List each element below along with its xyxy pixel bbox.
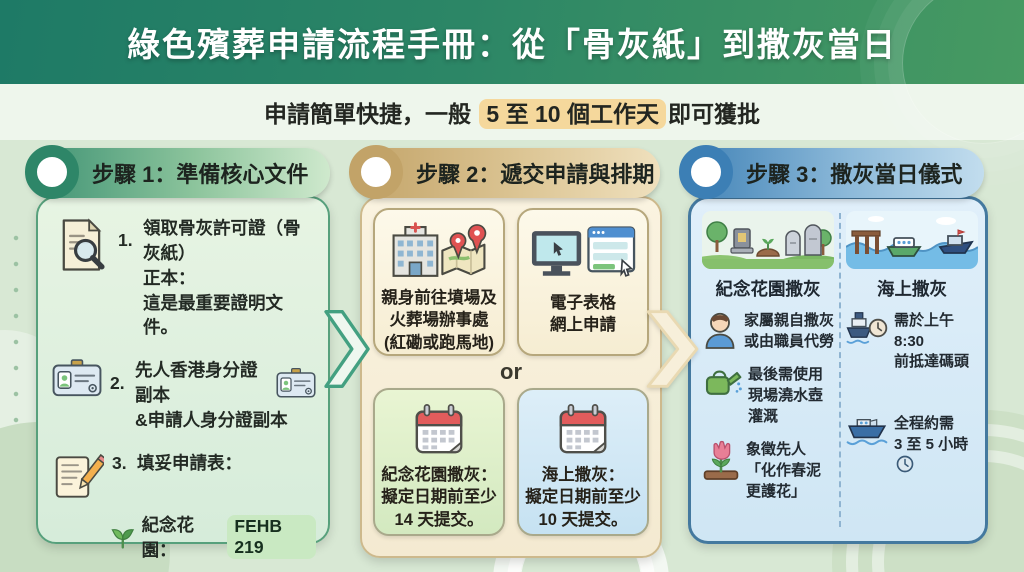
step3-sea-heading: 海上撒灰 xyxy=(877,279,947,299)
step3-garden-item2-text: 最後需使用 現場澆水壺 灌溉 xyxy=(748,366,824,425)
step1-item2-line1: 先人香港身分證副本 xyxy=(135,360,258,406)
clock-icon xyxy=(896,456,914,473)
step3-sea-item1-text: 需於上午 8:30 前抵達碼頭 xyxy=(894,312,970,371)
form-garden-code: FEHB 219 xyxy=(227,514,316,559)
step1-circle-icon xyxy=(25,145,79,199)
id-card-icon xyxy=(276,368,316,398)
step2-card-online: 電子表格 網上申請 xyxy=(517,208,649,356)
step3-garden-item1-text: 家屬親自撒灰 或由職員代勞 xyxy=(744,312,835,350)
subtitle-bar: 申請簡單快捷，一般 5 至 10 個工作天即可獲批 xyxy=(0,84,1024,140)
step2-card-garden-deadline: 紀念花園撒灰： 擬定日期前至少 14 天提交。 xyxy=(373,388,505,536)
step3-circle-icon xyxy=(679,145,733,199)
calendar-icon xyxy=(415,404,463,454)
step2-card-online-text: 電子表格 網上申請 xyxy=(550,294,616,335)
step1-header-pill: 步驟 1：準備核心文件 xyxy=(25,145,330,199)
computer-web-form-icon xyxy=(531,226,636,277)
step1-item1-line3: 這是最重要證明文件。 xyxy=(143,292,283,338)
memorial-garden-illustration xyxy=(702,211,834,269)
id-card-icon xyxy=(52,359,102,397)
column-divider xyxy=(839,213,841,527)
step1-item2-line2: &申請人身分證副本 xyxy=(135,409,288,430)
step2-circle-icon xyxy=(349,145,403,199)
ship-and-clock-icon xyxy=(846,311,888,345)
calendar-icon xyxy=(559,404,607,454)
step2-top-cards: 親身前往墳場及 火葬場辦事處 (紅磡或跑馬地) xyxy=(373,208,649,356)
step2-card-office: 親身前往墳場及 火葬場辦事處 (紅磡或跑馬地) xyxy=(373,208,505,356)
step1-item1-text: 1. 領取骨灰許可證（骨灰紙） 正本： 這是最重要證明文件。 xyxy=(118,216,316,340)
person-icon xyxy=(705,312,735,349)
step2-title: 步驟 2：遞交申請與排期 xyxy=(416,162,655,187)
step1-item1-line1: 領取骨灰許可證（骨灰紙） xyxy=(143,218,301,263)
header-banner: 綠色殯葬申請流程手冊：從「骨灰紙」到撒灰當日 xyxy=(0,0,1024,144)
step1-item3-number: 3. xyxy=(112,452,127,473)
step2-bottom-cards: 紀念花園撒灰： 擬定日期前至少 14 天提交。 xyxy=(373,388,649,536)
page-title: 綠色殯葬申請流程手冊：從「骨灰紙」到撒灰當日 xyxy=(127,26,897,63)
background-dots-decoration xyxy=(10,225,22,435)
step1-item-idcards: 2. 先人香港身分證副本 &申請人身分證副本 xyxy=(52,358,316,433)
step1-item-permit: 1. 領取骨灰許可證（骨灰紙） 正本： 這是最重要證明文件。 xyxy=(52,216,316,340)
step2-panel: 親身前往墳場及 火葬場辦事處 (紅磡或跑馬地) xyxy=(360,196,662,558)
step1-item3-text: 3. 填妥申請表： xyxy=(112,451,242,503)
step1-item3-line: 填妥申請表： xyxy=(137,452,242,473)
step2-header-pill: 步驟 2：遞交申請與排期 xyxy=(349,145,660,199)
step3-sea-item2-text: 全程約需 3 至 5 小時 xyxy=(894,414,978,477)
step2-card-office-text: 親身前往墳場及 火葬場辦事處 (紅磡或跑馬地) xyxy=(381,289,497,352)
step3-sea-item-pier: 需於上午 8:30 前抵達碼頭 xyxy=(846,311,978,373)
form-garden-label: 紀念花園： xyxy=(141,514,195,560)
step3-panel: 紀念花園撒灰 家屬親自撒灰 或由職員代勞 xyxy=(688,196,988,544)
step3-garden-item-flower: 象徵先人 「化作春泥 更護花」 xyxy=(702,440,834,502)
arrow-step1-to-step2-icon xyxy=(324,310,370,388)
step2-card-sea-text: 海上撒灰： 擬定日期前至少 10 天提交。 xyxy=(525,466,641,529)
subtitle-suffix: 即可獲批 xyxy=(667,101,760,127)
step2-card-sea-deadline: 海上撒灰： 擬定日期前至少 10 天提交。 xyxy=(517,388,649,536)
form-garden-row: 紀念花園： FEHB 219 xyxy=(110,512,316,562)
tulip-icon xyxy=(703,441,739,481)
step1-title: 步驟 1：準備核心文件 xyxy=(92,162,309,187)
step3-sea-column: 海上撒灰 需於上午 8:30 前抵達碼頭 xyxy=(843,209,981,531)
clock-icon xyxy=(868,318,888,338)
ship-icon xyxy=(846,312,872,344)
office-building-map-pins-icon xyxy=(392,222,487,277)
step3-garden-column: 紀念花園撒灰 家屬親自撒灰 或由職員代勞 xyxy=(699,209,837,531)
step2-card-garden-text: 紀念花園撒灰： 擬定日期前至少 14 天提交。 xyxy=(381,466,497,529)
step3-garden-item-family: 家屬親自撒灰 或由職員代勞 xyxy=(702,311,834,352)
subtitle-highlight: 5 至 10 個工作天 xyxy=(479,99,666,129)
step3-header-pill: 步驟 3：撒灰當日儀式 xyxy=(679,145,984,199)
step3-garden-item3-text: 象徵先人 「化作春泥 更護花」 xyxy=(746,441,822,500)
step3-garden-heading: 紀念花園撒灰 xyxy=(715,279,821,299)
document-magnifier-icon xyxy=(62,218,105,271)
or-label: or xyxy=(500,359,522,384)
step1-item2-text: 2. 先人香港身分證副本 &申請人身分證副本 xyxy=(110,358,316,433)
step1-item1-line2: 正本： xyxy=(143,267,196,288)
pencil-form-icon xyxy=(55,453,104,498)
step3-title: 步驟 3：撒灰當日儀式 xyxy=(746,162,963,187)
step1-item-forms: 3. 填妥申請表： xyxy=(52,451,316,503)
ferry-icon xyxy=(846,418,888,446)
step3-sea-item-duration: 全程約需 3 至 5 小時 xyxy=(846,414,978,477)
sprout-icon xyxy=(111,528,135,549)
step1-panel: 1. 領取骨灰許可證（骨灰紙） 正本： 這是最重要證明文件。 2. 先人香港身分證副… xyxy=(36,196,330,560)
step1-item1-number: 1. xyxy=(118,230,133,251)
subtitle-prefix: 申請簡單快捷，一般 xyxy=(264,101,478,127)
arrow-step2-to-step3-icon xyxy=(646,310,699,388)
step1-item2-number: 2. xyxy=(110,372,125,393)
subtitle-text: 申請簡單快捷，一般 5 至 10 個工作天即可獲批 xyxy=(264,95,760,129)
watering-can-icon xyxy=(705,370,742,396)
step3-garden-item-watering: 最後需使用 現場澆水壺 灌溉 xyxy=(702,365,834,427)
sea-boats-illustration xyxy=(846,211,978,269)
